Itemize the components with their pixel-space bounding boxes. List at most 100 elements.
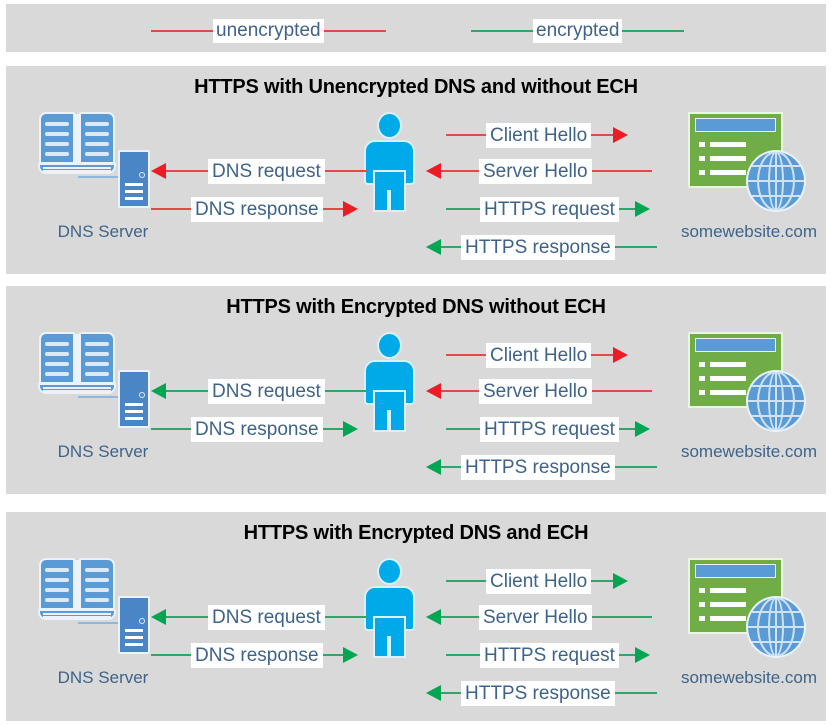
book-text-line xyxy=(45,362,69,366)
book-text-line xyxy=(45,122,69,126)
flow-label: HTTPS request xyxy=(480,416,619,442)
arrowhead-left xyxy=(426,383,441,399)
diagram-panel-2: HTTPS with Encrypted DNS without ECH DNS… xyxy=(6,286,826,494)
arrowhead-right xyxy=(634,421,650,437)
user-person-icon[interactable] xyxy=(361,558,417,658)
book-text-line xyxy=(85,122,109,126)
flow-label: HTTPS response xyxy=(461,680,615,706)
website-label: somewebsite.com xyxy=(680,222,818,241)
list-bar xyxy=(710,170,746,175)
open-book-icon xyxy=(38,330,116,394)
list-bar xyxy=(710,390,746,395)
list-bullet xyxy=(699,376,705,381)
arrowhead-right xyxy=(613,573,629,589)
panel-title-2: HTTPS with Encrypted DNS without ECH xyxy=(226,296,606,318)
diagram-panel-3: HTTPS with Encrypted DNS and ECH DNS Ser… xyxy=(6,512,826,721)
book-page-right xyxy=(79,332,115,384)
list-bullet xyxy=(699,390,705,395)
list-bar xyxy=(710,362,746,367)
server-rack-icon xyxy=(118,150,150,208)
arrowhead-right xyxy=(613,127,629,143)
list-bar xyxy=(710,376,746,381)
flow-left_flows-0[interactable]: DNS request xyxy=(151,604,367,630)
flow-line xyxy=(441,170,479,172)
globe-icon xyxy=(746,370,806,432)
globe-icon xyxy=(746,596,806,658)
legend-line-encrypted-right xyxy=(622,30,685,32)
legend-line-unencrypted xyxy=(151,30,213,32)
book-text-line xyxy=(45,578,69,582)
dns-cable xyxy=(78,176,120,178)
list-bullet xyxy=(699,616,705,621)
flow-right_flows-0[interactable]: Client Hello xyxy=(446,342,629,368)
flow-line xyxy=(446,354,486,356)
flow-left_flows-1[interactable]: DNS response xyxy=(151,642,358,668)
dns-server-label: DNS Server xyxy=(57,442,149,461)
arrowhead-left xyxy=(426,685,441,701)
dns-server-node[interactable]: DNS Server xyxy=(30,556,180,701)
gear-icon xyxy=(139,172,145,178)
book-text-line xyxy=(45,598,69,602)
flow-right_flows-1[interactable]: Server Hello xyxy=(426,604,652,630)
browser-window-icon xyxy=(688,332,783,408)
flow-line xyxy=(441,616,479,618)
flow-right_flows-2[interactable]: HTTPS request xyxy=(446,196,650,222)
flow-line xyxy=(151,208,191,210)
dns-cable xyxy=(78,396,120,398)
flow-right_flows-0[interactable]: Client Hello xyxy=(446,568,629,594)
flow-right_flows-0[interactable]: Client Hello xyxy=(446,122,629,148)
website-node[interactable]: somewebsite.com xyxy=(672,556,827,701)
flow-left_flows-1[interactable]: DNS response xyxy=(151,416,358,442)
website-node[interactable]: somewebsite.com xyxy=(672,110,827,255)
flow-right_flows-2[interactable]: HTTPS request xyxy=(446,416,650,442)
flow-line xyxy=(446,654,480,656)
flow-right_flows-1[interactable]: Server Hello xyxy=(426,378,652,404)
flow-left_flows-0[interactable]: DNS request xyxy=(151,378,367,404)
flow-line xyxy=(446,428,480,430)
panel-title-3: HTTPS with Encrypted DNS and ECH xyxy=(243,522,589,544)
flow-line xyxy=(441,390,479,392)
flow-line xyxy=(441,692,461,694)
panel-title-1: HTTPS with Unencrypted DNS and without E… xyxy=(194,76,638,98)
flow-label: HTTPS response xyxy=(461,234,615,260)
person-head xyxy=(377,558,402,585)
flow-right_flows-1[interactable]: Server Hello xyxy=(426,158,652,184)
list-bar xyxy=(710,142,746,147)
flow-line xyxy=(591,390,652,392)
flow-right_flows-3[interactable]: HTTPS response xyxy=(426,234,657,260)
flow-left_flows-0[interactable]: DNS request xyxy=(151,158,367,184)
flow-line xyxy=(322,428,343,430)
flow-line xyxy=(591,616,652,618)
flow-left_flows-1[interactable]: DNS response xyxy=(151,196,358,222)
flow-right_flows-3[interactable]: HTTPS response xyxy=(426,454,657,480)
arrowhead-right xyxy=(342,201,358,217)
website-node[interactable]: somewebsite.com xyxy=(672,330,827,475)
open-book-icon xyxy=(38,556,116,620)
flow-line xyxy=(618,654,635,656)
dns-server-node[interactable]: DNS Server xyxy=(30,110,180,255)
list-bar xyxy=(710,588,746,593)
flow-label: Server Hello xyxy=(479,378,592,404)
person-leg-split xyxy=(387,636,391,658)
flow-right_flows-2[interactable]: HTTPS request xyxy=(446,642,650,668)
book-base xyxy=(38,163,116,174)
browser-title-bar xyxy=(695,118,776,132)
dns-server-node[interactable]: DNS Server xyxy=(30,330,180,475)
book-text-line xyxy=(45,342,69,346)
book-text-line xyxy=(85,578,109,582)
book-page-right xyxy=(79,558,115,610)
list-bullet xyxy=(699,142,705,147)
flow-line xyxy=(441,246,461,248)
book-text-line xyxy=(85,588,109,592)
user-person-icon[interactable] xyxy=(361,332,417,432)
book-base xyxy=(38,609,116,620)
diagram-panel-1: HTTPS with Unencrypted DNS and without E… xyxy=(6,66,826,274)
user-person-icon[interactable] xyxy=(361,112,417,212)
arrowhead-right xyxy=(634,201,650,217)
flow-label: Client Hello xyxy=(486,122,592,148)
flow-right_flows-3[interactable]: HTTPS response xyxy=(426,680,657,706)
book-spine xyxy=(75,114,79,164)
book-text-line xyxy=(85,362,109,366)
flow-line xyxy=(591,134,614,136)
flow-label: DNS response xyxy=(191,196,323,222)
